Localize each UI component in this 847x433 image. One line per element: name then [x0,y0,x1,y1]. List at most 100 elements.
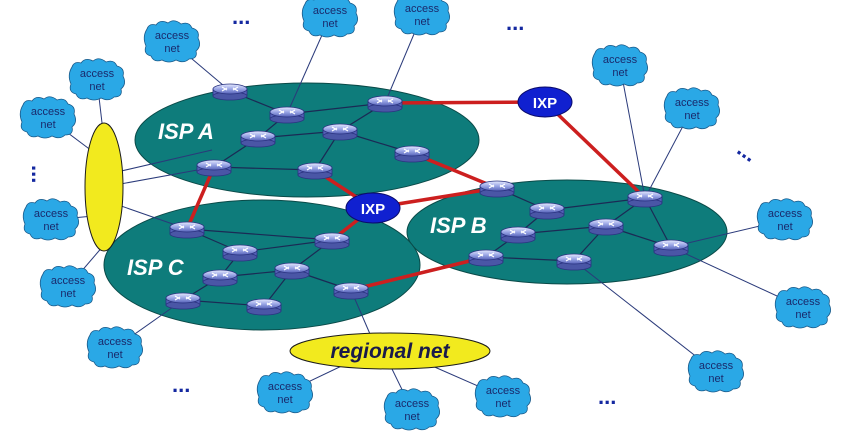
access-net-shape [663,87,720,130]
access-net-label-line2: net [107,349,122,361]
access-net-label-line2: net [322,18,337,30]
router-icon [468,249,504,267]
dots-bottom-left: ... [172,372,190,397]
left-regional-net [84,122,124,252]
access-net-shape [22,198,79,241]
ixp-center-label: IXP [361,201,385,218]
access-net-shape [474,375,531,418]
access-net-shape [383,388,440,431]
access-net-label-line1: access [675,97,710,109]
access-net-label-line1: access [405,3,440,15]
access-net-label-line1: access [98,336,133,348]
access-net-label-line1: access [31,106,66,118]
access-net-shape [591,44,648,87]
access-net-label-line1: access [768,208,803,220]
access-link [619,65,646,199]
access-net-label-line2: net [612,67,627,79]
access-net-label-line1: access [395,398,430,410]
access-net-shape [256,371,313,414]
access-net-label-line2: net [495,398,510,410]
access-net-label-line2: net [404,411,419,423]
access-net-label-line1: access [80,68,115,80]
router-icon [479,180,515,198]
access-net-label-line1: access [51,275,86,287]
access-net-label-line1: access [155,30,190,42]
access-net-label-line1: access [34,208,69,220]
router-icon [212,83,248,101]
ixp-top: IXP [517,86,573,118]
peering-link [543,100,647,200]
access-net-label-line2: net [43,221,58,233]
router-icon [240,130,276,148]
access-net-label-line2: net [89,81,104,93]
access-net-label-line1: access [603,54,638,66]
access-net-label-line2: net [795,309,810,321]
access-net-shape [19,96,76,139]
access-net-label-line1: access [786,296,821,308]
router-icon [500,226,536,244]
dots-top-left: ... [232,4,250,29]
access-net-shape [143,20,200,63]
router-icon [297,162,333,180]
access-net-shape [393,0,450,36]
router-icon [169,221,205,239]
ixp-top-shape [517,86,573,118]
isp-a-label: ISP A [158,119,214,144]
router-icon [367,95,403,113]
access-net-label-line2: net [164,43,179,55]
dots-top-right: ... [506,10,524,35]
access-net-shape [68,58,125,101]
dots-right: ... [733,136,762,167]
dots-left: ... [27,165,52,183]
access-net-shape [756,198,813,241]
access-net-label-line1: access [268,381,303,393]
access-net-label-line1: access [486,385,521,397]
access-net-label-line2: net [414,16,429,28]
access-net-label-line2: net [40,119,55,131]
access-net-shape [301,0,358,38]
regional-net: regional net [289,332,491,370]
isp-internal-link [186,228,333,241]
dots-bottom-right: ... [598,384,616,409]
access-net-shape [687,350,744,393]
ixp-center-shape [345,192,401,224]
access-net-shape [774,286,831,329]
access-net-label-line2: net [777,221,792,233]
regional-net-shape [289,332,491,370]
router-icon [333,282,369,300]
access-link [573,260,717,373]
router-icon [314,232,350,250]
ixp-center: IXP [345,192,401,224]
isp-b-label: ISP B [430,213,487,238]
peering-link [350,255,487,292]
router-icon [394,145,430,163]
router-icon [556,253,592,271]
router-icon [322,123,358,141]
router-icon [653,239,689,257]
router-icon [269,106,305,124]
peering-link [185,166,216,230]
router-icon [222,244,258,262]
access-net-label-line1: access [699,360,734,372]
router-icon [202,269,238,287]
router-icon [196,159,232,177]
access-net-label-line2: net [60,288,75,300]
access-net-label-line2: net [684,110,699,122]
access-net-label-line1: access [313,5,348,17]
router-icon [588,218,624,236]
